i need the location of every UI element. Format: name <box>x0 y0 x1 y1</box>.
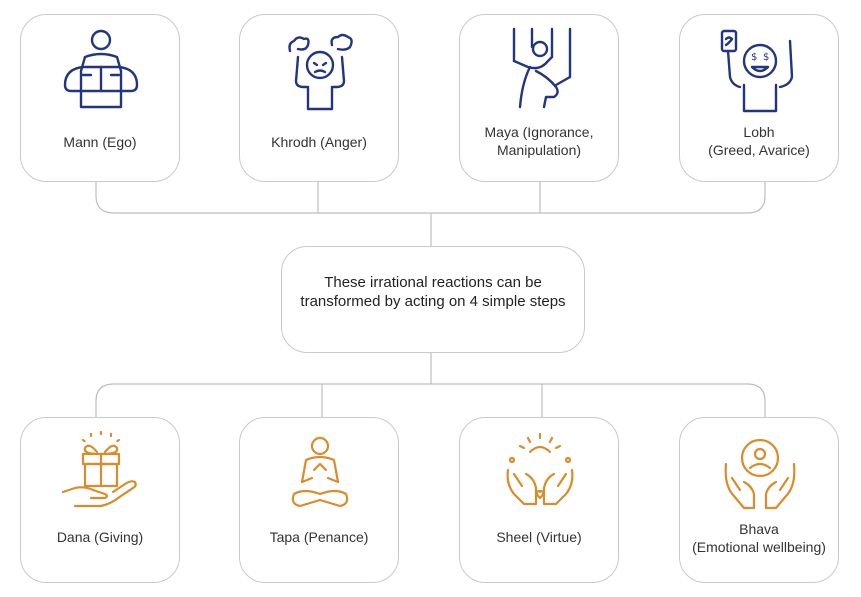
gift-hand-icon <box>61 430 137 508</box>
card-khrodh-anger: Khrodh (Anger) <box>239 14 399 182</box>
meditation-icon <box>291 436 349 508</box>
care-person-hands-icon <box>724 438 796 510</box>
center-message: These irrational reactions can be transf… <box>300 274 566 310</box>
card-label-line2: (Greed, Avarice) <box>708 142 810 158</box>
center-message-box: These irrational reactions can be transf… <box>281 246 585 353</box>
ego-person-icon <box>63 29 139 109</box>
card-maya-ignorance: Maya (Ignorance, Manipulation) <box>459 14 619 182</box>
card-label: Sheel (Virtue) <box>496 529 582 545</box>
card-label: Bhava <box>739 521 779 537</box>
card-label: Tapa (Penance) <box>269 529 369 545</box>
card-bhava-wellbeing: Bhava (Emotional wellbeing) <box>679 417 839 583</box>
praying-hands-icon <box>506 432 574 506</box>
card-label-line2: (Emotional wellbeing) <box>692 539 826 555</box>
card-label: Maya (Ignorance, <box>484 124 594 140</box>
card-tapa-penance: Tapa (Penance) <box>239 417 399 583</box>
puppet-person-icon <box>512 27 572 109</box>
card-label: Khrodh (Anger) <box>271 134 367 150</box>
card-dana-giving: Dana (Giving) <box>20 417 180 583</box>
greed-person-icon: $ $ <box>720 29 794 113</box>
card-sheel-virtue: Sheel (Virtue) <box>459 417 619 583</box>
anger-person-icon <box>288 33 353 111</box>
svg-text:$: $ <box>751 52 757 63</box>
card-label: Mann (Ego) <box>63 134 137 150</box>
card-label: Dana (Giving) <box>56 529 144 545</box>
card-label: Lobh <box>743 124 775 140</box>
svg-text:$: $ <box>763 52 769 63</box>
card-label-line2: Manipulation) <box>496 142 582 158</box>
card-lobh-greed: $ $ Lobh (Greed, Avarice) <box>679 14 839 182</box>
card-mann-ego: Mann (Ego) <box>20 14 180 182</box>
